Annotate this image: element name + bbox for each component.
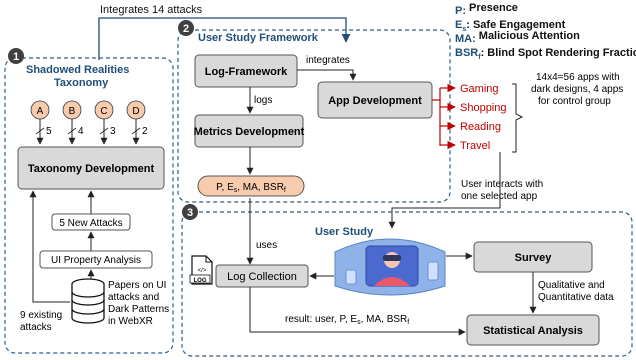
taxonomy-development-box bbox=[17, 146, 165, 190]
result-arrow bbox=[249, 287, 466, 336]
log-icon-label: LOG bbox=[194, 278, 207, 284]
taxonomy-section bbox=[4, 57, 174, 354]
logs-label: logs bbox=[254, 95, 272, 106]
interaction-note: User interacts with one selected app bbox=[461, 179, 546, 202]
user-study-section bbox=[181, 211, 633, 357]
new-attacks-box bbox=[51, 213, 131, 231]
log-collection-box bbox=[215, 264, 309, 288]
metrics-development-box bbox=[194, 114, 304, 148]
new-attacks-label: 5 New Attacks bbox=[59, 218, 122, 229]
attack-category-b: B 4 bbox=[62, 100, 84, 145]
legend: P:Presence Es: Safe Engagement MA:Malici… bbox=[455, 2, 636, 61]
user-interaction-arrow bbox=[388, 152, 501, 229]
attack-category-circles: A 5 B 4 C 3 D 2 bbox=[30, 100, 148, 145]
category-shopping: Shopping bbox=[460, 102, 507, 114]
existing-attacks-arrow bbox=[29, 190, 70, 303]
section-number-1-label: 1 bbox=[13, 51, 19, 63]
legend-item: MA:Malicious Attention bbox=[455, 30, 580, 45]
svg-text:2: 2 bbox=[142, 126, 148, 137]
section-number-1 bbox=[8, 48, 24, 64]
papers-label: Papers on UI attacks and Dark Patterns i… bbox=[108, 280, 172, 327]
attack-category-c: C 3 bbox=[94, 100, 116, 145]
app-categories: Gaming Shopping Reading Travel bbox=[432, 83, 507, 152]
log-collection-label: Log Collection bbox=[227, 271, 297, 283]
section-number-2 bbox=[178, 20, 194, 36]
data-type-note: Qualitative and Quantitative data bbox=[538, 280, 614, 303]
existing-attacks-label: 9 existing attacks bbox=[20, 310, 65, 333]
svg-text:</>: </> bbox=[198, 268, 207, 274]
database-icon bbox=[71, 278, 105, 324]
user-study-title: User Study bbox=[315, 226, 374, 238]
attack-category-a: A 5 bbox=[30, 100, 52, 145]
taxonomy-development-label: Taxonomy Development bbox=[28, 163, 155, 175]
svg-text:C: C bbox=[100, 106, 107, 117]
app-development-label: App Development bbox=[328, 95, 422, 107]
category-gaming: Gaming bbox=[460, 83, 499, 95]
legend-item: P:Presence bbox=[455, 2, 518, 17]
metrics-pill-label: P, Es, MA, BSRf bbox=[216, 182, 286, 194]
taxonomy-title: Shadowed Realities Taxonomy bbox=[26, 64, 132, 89]
vr-user-illustration bbox=[334, 238, 446, 296]
categories-bracket bbox=[512, 83, 524, 153]
svg-text:B: B bbox=[69, 106, 76, 117]
legend-item: Es: Safe Engagement bbox=[455, 19, 566, 33]
survey-label: Survey bbox=[515, 252, 553, 264]
section-number-3 bbox=[182, 204, 198, 220]
metrics-development-label: Metrics Development bbox=[194, 126, 305, 138]
framework-title: User Study Framework bbox=[198, 32, 319, 44]
result-label: result: user, P, Es, MA, BSRf bbox=[285, 314, 409, 326]
statistical-analysis-label: Statistical Analysis bbox=[483, 325, 583, 337]
legend-item: BSRf: Blind Spot Rendering Fraction bbox=[455, 47, 636, 61]
statistical-analysis-box bbox=[466, 314, 600, 346]
svg-text:A: A bbox=[37, 106, 44, 117]
svg-text:5: 5 bbox=[46, 126, 52, 137]
log-framework-label: Log-Framework bbox=[205, 66, 288, 78]
metrics-pill bbox=[197, 175, 305, 197]
log-framework-box bbox=[194, 54, 298, 88]
category-reading: Reading bbox=[460, 121, 501, 133]
uses-label: uses bbox=[256, 240, 277, 251]
section-number-2-label: 2 bbox=[183, 23, 189, 35]
log-file-icon: </> LOG bbox=[189, 255, 213, 285]
svg-text:4: 4 bbox=[78, 126, 84, 137]
ui-property-analysis-label: UI Property Analysis bbox=[51, 255, 141, 266]
apps-note: 14x4=56 apps with dark designs, 4 apps f… bbox=[531, 72, 626, 107]
integrates-framework-arrow bbox=[297, 69, 357, 81]
section-number-3-label: 3 bbox=[187, 207, 193, 219]
svg-text:D: D bbox=[132, 106, 139, 117]
integrates-label: integrates bbox=[306, 55, 350, 66]
svg-text:3: 3 bbox=[110, 126, 116, 137]
category-travel: Travel bbox=[460, 140, 490, 152]
attack-category-d: D 2 bbox=[126, 100, 148, 145]
framework-section bbox=[177, 29, 451, 203]
ui-property-analysis-box bbox=[39, 250, 153, 269]
integrates-attacks-label: Integrates 14 attacks bbox=[100, 4, 203, 16]
